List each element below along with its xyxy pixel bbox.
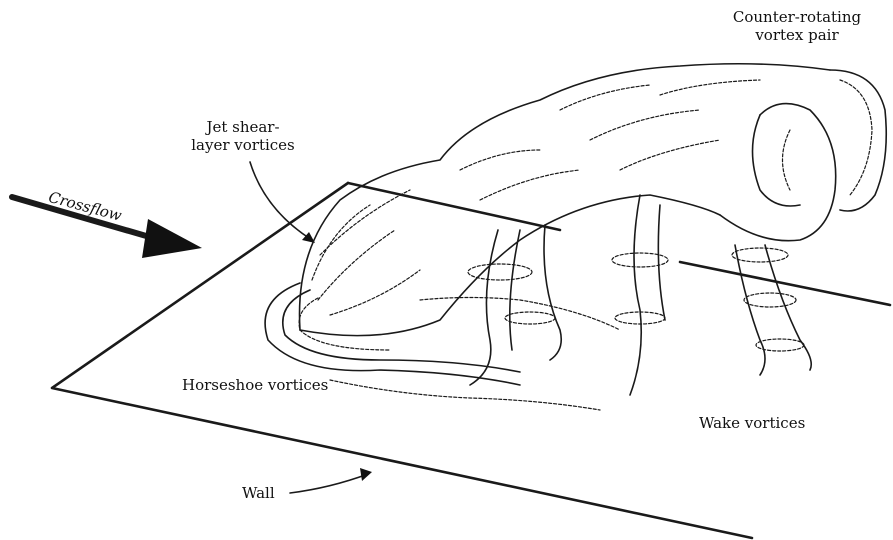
jet-shear-layer <box>300 64 831 336</box>
wake-vortices-label: Wake vortices <box>699 414 829 432</box>
jet-shear-layer-label: Jet shear-layer vortices <box>188 118 298 154</box>
wall-arrow <box>290 468 372 493</box>
counter-rotating-vortex-pair-label: Counter-rotating vortex pair <box>712 8 882 44</box>
wall-label: Wall <box>242 484 292 502</box>
horseshoe-vortices-label: Horseshoe vortices <box>182 376 342 394</box>
counter-rotating-vortex-pair <box>720 70 886 241</box>
wake-vortices <box>468 195 811 395</box>
shear-layer-arrow <box>250 162 315 243</box>
